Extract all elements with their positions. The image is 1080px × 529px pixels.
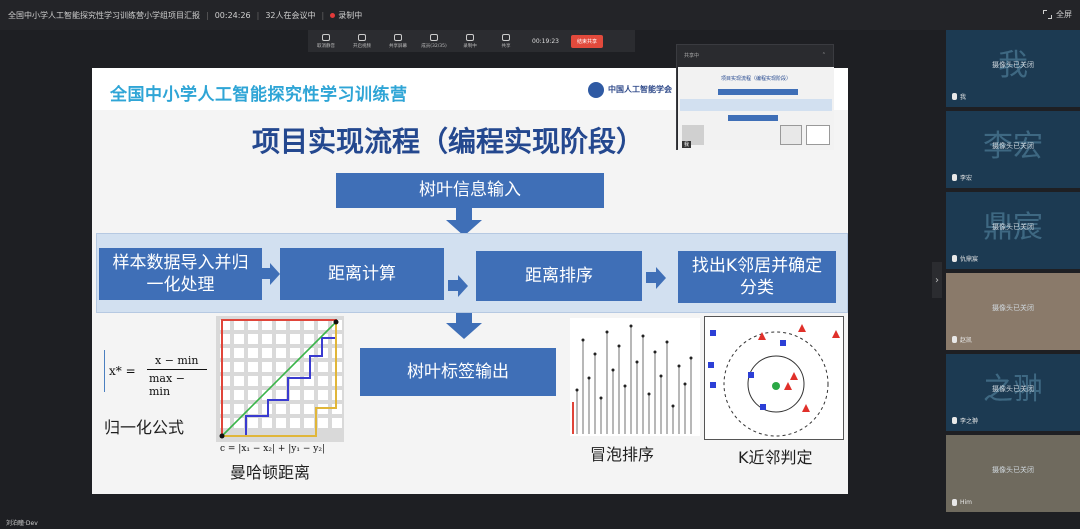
fullscreen-icon [1043, 10, 1052, 19]
association-name: 中国人工智能学会 [608, 85, 672, 94]
meeting-title: 全国中小学人工智能探究性学习训练营小学组项目汇报 [8, 10, 200, 20]
elapsed-time: 00:24:26 [214, 10, 251, 20]
manhattan-grid-figure [216, 316, 344, 442]
slide-brand: 全国中小学人工智能探究性学习训练营 [110, 85, 408, 105]
mic-icon [952, 255, 957, 262]
chevron-up-icon[interactable]: ⌃ [821, 52, 826, 58]
slide-title: 项目实现流程（编程实现阶段） [252, 125, 645, 158]
mic-icon [952, 417, 957, 424]
mic-icon [322, 33, 330, 41]
participant-tile[interactable]: 摄像头已关闭 赵凯 [946, 273, 1080, 350]
unmute-button[interactable]: 取消静音 [308, 33, 344, 49]
normalization-formula: x* = x − min max − min [104, 350, 208, 398]
record-button[interactable]: 录制中 [452, 33, 488, 49]
step-normalize-box: 样本数据导入并归一化处理 [99, 248, 262, 300]
step-distance-box: 距离计算 [280, 248, 444, 300]
share-timer: 00:19:23 [532, 37, 559, 45]
association-logo-icon [588, 82, 604, 98]
knn-figure [704, 316, 844, 440]
chevron-right-icon: › [935, 274, 939, 286]
video-button[interactable]: 开启视频 [344, 33, 380, 49]
arrow-right-icon [270, 263, 280, 285]
share-icon [394, 33, 402, 41]
collapse-sidebar-button[interactable]: › [932, 262, 942, 298]
arrow-right-icon [656, 267, 666, 289]
mic-icon [952, 336, 957, 343]
share-preview-label: 共享中 [684, 52, 700, 59]
participant-tile[interactable]: 鼎宸 摄像头已关闭 仇鼎宸 [946, 192, 1080, 269]
fullscreen-button[interactable]: 全屏 [1043, 9, 1072, 20]
caption-manhattan: 曼哈顿距离 [230, 463, 311, 482]
arrow-down-icon [446, 323, 482, 339]
members-icon [430, 33, 438, 41]
share-screen-button[interactable]: 共享屏幕 [380, 33, 416, 49]
share-menu-button[interactable]: 共享 [488, 33, 524, 49]
caption-normalization: 归一化公式 [104, 418, 185, 437]
bubble-sort-figure [570, 318, 700, 436]
share-toolbar: 取消静音 开启视频 共享屏幕 成员(32/35) 录制中 共享 00:19:23… [308, 30, 635, 52]
top-bar: 全国中小学人工智能探究性学习训练营小学组项目汇报 | 00:24:26 | 32… [0, 0, 1080, 30]
share-preview-window[interactable]: 共享中 ⌃ 项目实现流程（编程实现阶段） 我 [676, 44, 834, 150]
mic-icon [952, 499, 957, 506]
step-output-box: 树叶标签输出 [360, 348, 556, 396]
participant-tile[interactable]: 李宏 摄像头已关闭 李宏 [946, 111, 1080, 188]
caption-knn: K近邻判定 [738, 448, 813, 467]
members-button[interactable]: 成员(32/35) [416, 33, 452, 49]
self-name-label: 刘泊瞳·Dev [6, 520, 38, 527]
end-share-button[interactable]: 结束共享 [570, 34, 603, 48]
mic-icon [952, 174, 957, 181]
share-preview-thumbnail: 项目实现流程（编程实现阶段） 我 [678, 67, 834, 150]
participant-list: 我 摄像头已关闭 我 李宏 摄像头已关闭 李宏 鼎宸 摄像头已关闭 仇鼎宸 摄像… [946, 30, 1080, 529]
participant-tile[interactable]: 我 摄像头已关闭 我 [946, 30, 1080, 107]
participant-count[interactable]: 32人在会议中 [265, 10, 316, 20]
arrow-right-icon [458, 275, 468, 297]
step-knn-box: 找出K邻居并确定分类 [678, 251, 836, 303]
camera-icon [358, 33, 366, 41]
mic-icon [952, 93, 957, 100]
manhattan-formula: c = |x₁ − x₂| + |y₁ − y₂| [220, 444, 325, 454]
step-input-box: 树叶信息输入 [336, 173, 604, 208]
participant-tile[interactable]: 摄像头已关闭 Him [946, 435, 1080, 512]
step-sort-box: 距离排序 [476, 251, 642, 301]
monitor-icon [502, 33, 510, 41]
fullscreen-label: 全屏 [1056, 10, 1072, 19]
participant-tile[interactable]: 之翀 摄像头已关闭 李之翀 [946, 354, 1080, 431]
caption-bubble-sort: 冒泡排序 [590, 445, 655, 464]
record-icon [466, 33, 474, 41]
arrow-down-icon [446, 220, 482, 236]
recording-status[interactable]: 录制中 [338, 10, 363, 20]
recording-dot-icon [330, 12, 336, 18]
